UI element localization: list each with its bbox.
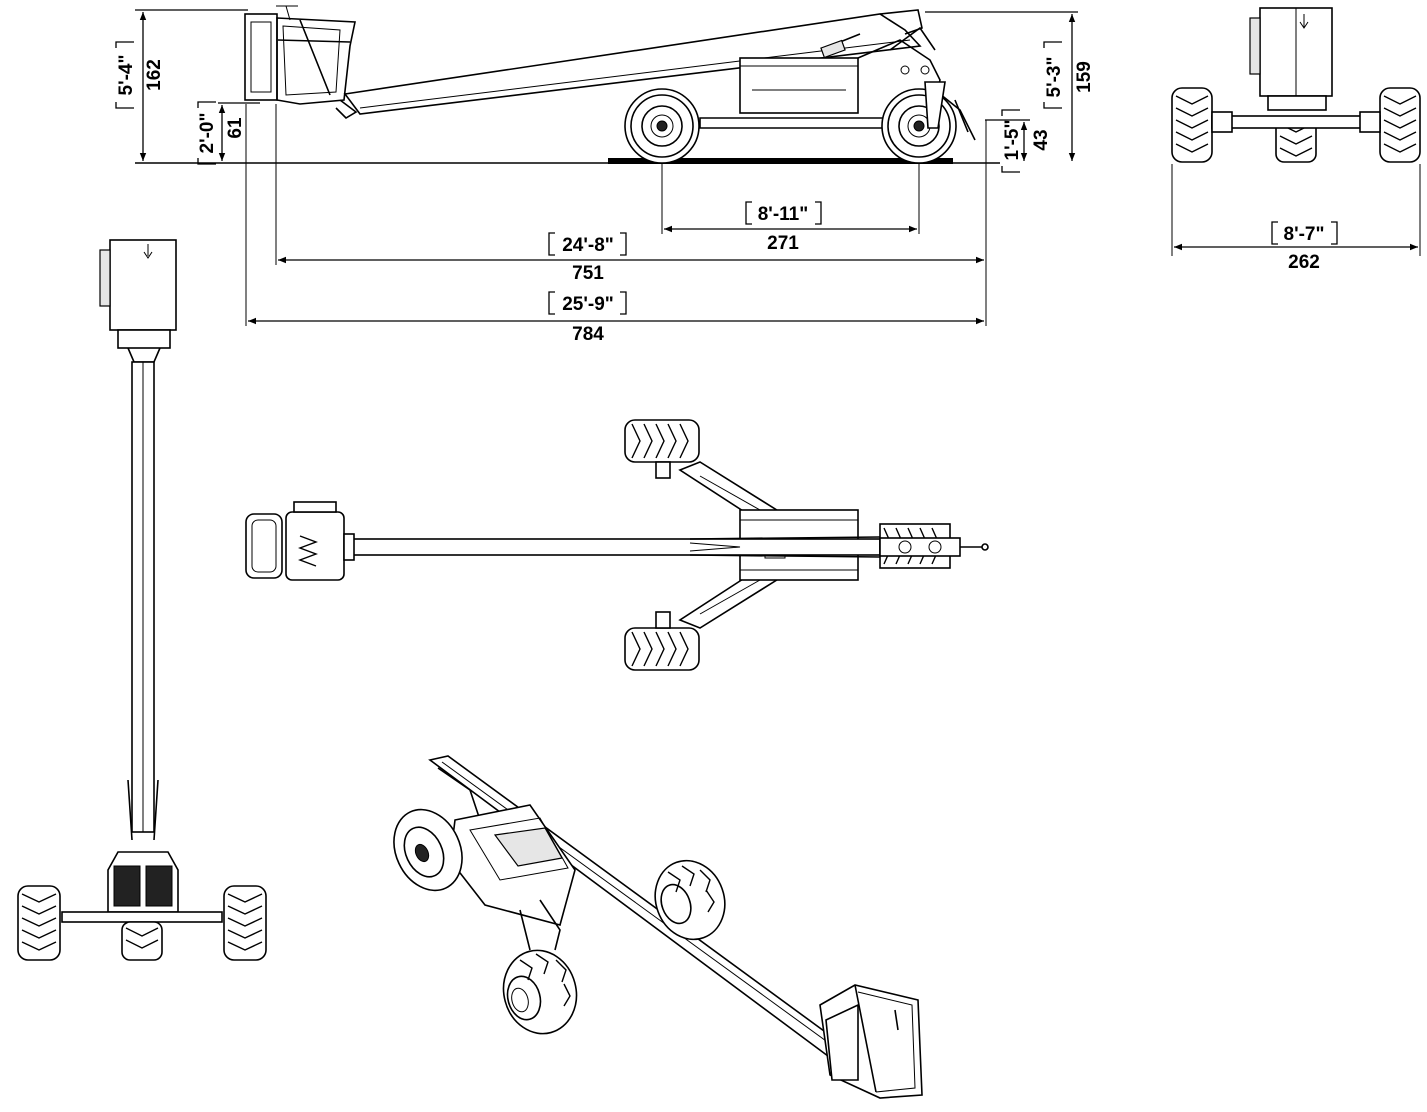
plan-bottom-wheel: [624, 611, 700, 671]
dim-chassis-height: 5'-3" 159: [1043, 41, 1095, 109]
plan-view: [245, 419, 989, 671]
dim-overall-length-metric: 784: [572, 324, 604, 345]
dim-platform-height-metric: 162: [144, 59, 165, 91]
dim-wheelbase-imperial: 8'-11": [758, 204, 809, 225]
chassis: [699, 26, 976, 141]
dim-overall-width: 8'-7" 262: [1271, 221, 1338, 273]
dim-overall-width-metric: 262: [1288, 252, 1320, 273]
dim-chassis-height-metric: 159: [1074, 61, 1095, 93]
dim-chassis-height-imperial: 5'-3": [1044, 57, 1065, 98]
dim-platform-clearance: 2'-0" 61: [197, 101, 246, 165]
side-rear-wheel: [624, 88, 700, 164]
dim-hitch-height-imperial: 1'-5": [1002, 120, 1023, 161]
dim-overall-width-imperial: 8'-7": [1284, 224, 1325, 245]
ground-shadow: [608, 158, 953, 164]
dim-hitch-height-metric: 43: [1031, 129, 1052, 150]
dim-wheelbase-metric: 271: [767, 233, 799, 254]
side-front-wheel: [881, 81, 957, 164]
dim-stowed-length-metric: 751: [572, 263, 604, 284]
rear-view: [17, 239, 267, 961]
dim-stowed-length: 24'-8" 751: [548, 232, 627, 284]
front-right-wheel: [1379, 87, 1421, 163]
dim-platform-clearance-metric: 61: [225, 117, 246, 139]
dim-stowed-length-imperial: 24'-8": [562, 235, 614, 256]
rear-right-wheel: [223, 885, 267, 961]
rear-center-wheel: [121, 921, 163, 961]
dim-hitch-height: 1'-5" 43: [1001, 109, 1052, 173]
isometric-view: [393, 755, 923, 1099]
dim-overall-length-imperial: 25'-9": [562, 294, 614, 315]
dim-wheelbase: 8'-11" 271: [745, 201, 822, 254]
iso-rear-wheel: [393, 808, 463, 892]
iso-front-wheel: [502, 949, 578, 1035]
iso-middle-wheel: [654, 859, 726, 941]
dim-platform-clearance-imperial: 2'-0": [197, 113, 218, 154]
platform-basket: [244, 5, 358, 120]
side-view: [135, 5, 1078, 326]
front-left-wheel: [1171, 87, 1213, 163]
rear-left-wheel: [17, 885, 61, 961]
boom: [343, 9, 923, 115]
front-view: [1171, 7, 1421, 256]
dim-platform-height: 5'-4" 162: [115, 41, 165, 109]
plan-top-wheel: [624, 419, 700, 479]
dim-platform-height-imperial: 5'-4": [116, 55, 137, 96]
dim-overall-length: 25'-9" 784: [548, 291, 627, 345]
